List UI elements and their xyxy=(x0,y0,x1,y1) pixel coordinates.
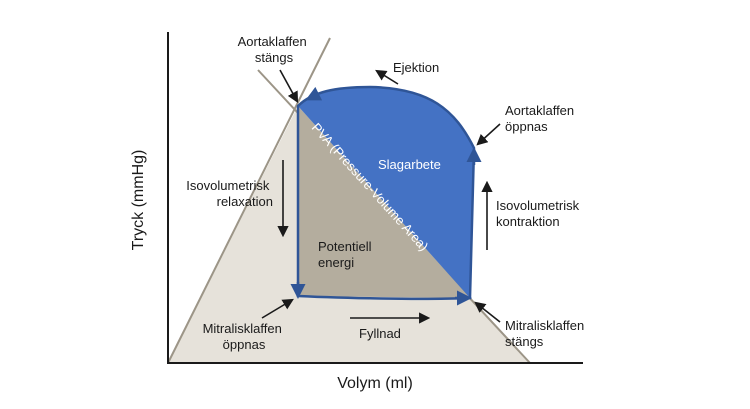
x-axis-label: Volym (ml) xyxy=(337,375,413,392)
stroke-work-area xyxy=(298,87,474,298)
label-aortic-closes-line1: Aortaklaffen xyxy=(238,34,307,49)
label-iso-contraction-line2: kontraktion xyxy=(496,214,560,229)
label-potential-energy: Potentiell energi xyxy=(318,239,375,270)
arrow-mitral-opens xyxy=(261,298,294,319)
label-potential-energy-line1: Potentiell xyxy=(318,239,372,254)
y-axis-label: Tryck (mmHg) xyxy=(130,150,147,251)
arrow-aortic-opens xyxy=(476,123,501,146)
label-filling: Fyllnad xyxy=(359,326,401,341)
pv-loop-outline xyxy=(296,85,476,301)
label-iso-relaxation-line1: Isovolumetrisk xyxy=(186,178,270,193)
label-iso-contraction-line1: Isovolumetrisk xyxy=(496,198,580,213)
label-mitral-closes-line1: Mitralisklaffen xyxy=(505,318,584,333)
label-aortic-opens: Aortaklaffen öppnas xyxy=(505,103,578,134)
label-mitral-closes-line2: stängs xyxy=(505,334,544,349)
label-mitral-opens-line1: Mitralisklaffen xyxy=(203,321,282,336)
label-aortic-opens-line1: Aortaklaffen xyxy=(505,103,574,118)
arrow-aortic-closes xyxy=(279,69,299,103)
label-mitral-closes: Mitralisklaffen stängs xyxy=(505,318,588,349)
label-ejection: Ejektion xyxy=(393,60,439,75)
label-aortic-closes: Aortaklaffen stängs xyxy=(238,34,311,65)
label-mitral-opens-line2: öppnas xyxy=(223,337,266,352)
arrow-ejection xyxy=(375,69,399,85)
espvr-line xyxy=(167,37,331,364)
label-iso-contraction: Isovolumetrisk kontraktion xyxy=(496,198,583,229)
label-iso-relaxation: Isovolumetrisk relaxation xyxy=(186,178,273,209)
loop-arrow-top xyxy=(305,86,323,101)
label-aortic-closes-line2: stängs xyxy=(255,50,294,65)
label-iso-relaxation-line2: relaxation xyxy=(217,194,273,209)
label-stroke-work: Slagarbete xyxy=(378,157,441,172)
label-mitral-opens: Mitralisklaffen öppnas xyxy=(203,321,286,352)
arrow-mitral-closes xyxy=(474,301,501,323)
label-potential-energy-line2: energi xyxy=(318,255,354,270)
label-aortic-opens-line2: öppnas xyxy=(505,119,548,134)
